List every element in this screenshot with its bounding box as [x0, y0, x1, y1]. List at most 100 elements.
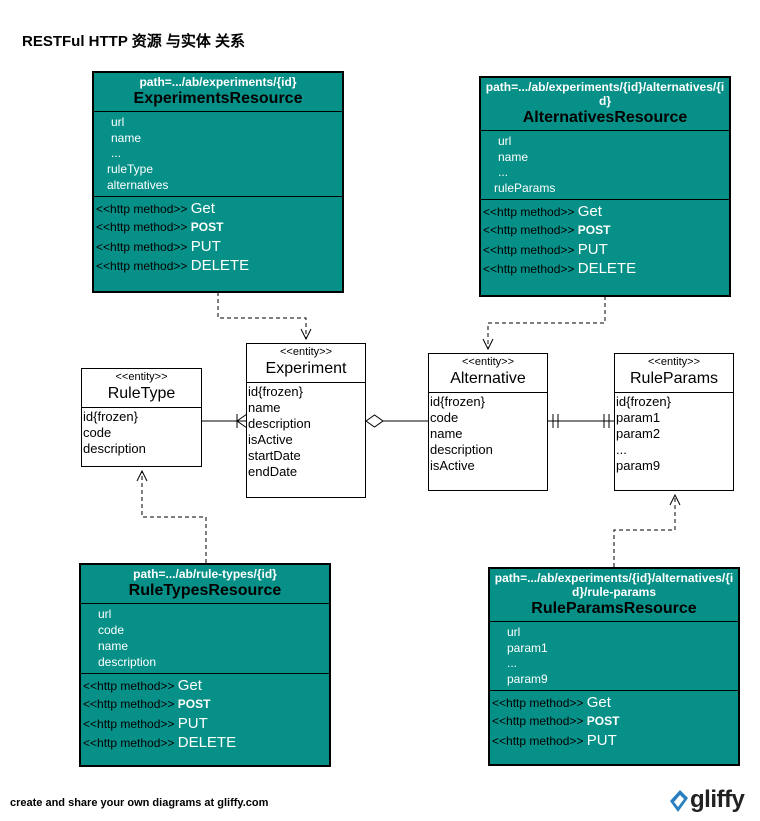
ruleparams-entity: <<entity>> RuleParams id{frozen} param1 … [614, 353, 734, 491]
connector-experiments-resource [217, 292, 307, 338]
entity-name: RuleType [107, 385, 176, 402]
method-verb: Get [586, 694, 611, 711]
method-verb: POST [586, 714, 620, 728]
method-row: <<http method>> DELETE [96, 256, 342, 275]
connector-ruleparams-resource [613, 496, 676, 567]
method-verb: PUT [577, 241, 608, 258]
resource-header: path=.../ab/experiments/{id} Experiments… [94, 73, 342, 112]
method-row: <<http method>> Get [83, 676, 329, 695]
resource-header: path=.../ab/experiments/{id}/alternative… [490, 569, 738, 622]
method-verb: Get [177, 677, 202, 694]
ruletype-entity: <<entity>> RuleType id{frozen} code desc… [81, 368, 202, 467]
method-stereotype: <<http method>> [96, 259, 188, 273]
attribute: id{frozen} [616, 394, 671, 409]
method-verb: PUT [177, 715, 208, 732]
attribute: name [498, 150, 529, 164]
attribute: name [430, 426, 463, 441]
attribute: param1 [507, 641, 548, 655]
resource-attributes: url code name description [81, 604, 329, 674]
method-row: <<http method>> PUT [83, 714, 329, 733]
entity-attributes: id{frozen} name description isActive sta… [247, 383, 365, 480]
entity-stereotype: <<entity>> [648, 356, 700, 368]
one-marker-ruleparams [603, 414, 610, 428]
resource-name: ExperimentsResource [133, 90, 303, 107]
attribute: code [83, 425, 112, 440]
crowsfoot-experiment [236, 413, 248, 429]
resource-methods: <<http method>> Get <<http method>> POST… [481, 200, 729, 278]
resource-methods: <<http method>> Get <<http method>> POST… [94, 197, 342, 275]
method-stereotype: <<http method>> [83, 679, 175, 693]
method-verb: DELETE [177, 734, 237, 751]
resource-attributes: url name ... ruleType alternatives [94, 112, 342, 197]
method-verb: PUT [586, 732, 617, 749]
alternative-entity: <<entity>> Alternative id{frozen} code n… [428, 353, 548, 491]
method-stereotype: <<http method>> [96, 220, 188, 234]
method-row: <<http method>> POST [96, 218, 342, 237]
method-verb: DELETE [190, 257, 250, 274]
ruletypes-resource: path=.../ab/rule-types/{id} RuleTypesRes… [79, 563, 331, 767]
ruleparams-resource: path=.../ab/experiments/{id}/alternative… [488, 567, 740, 766]
entity-header: <<entity>> RuleParams [615, 354, 733, 393]
attribute: url [111, 115, 125, 129]
method-row: <<http method>> DELETE [83, 733, 329, 752]
attribute: name [248, 400, 281, 415]
resource-name: RuleParamsResource [531, 600, 697, 617]
attribute: startDate [248, 448, 301, 463]
gliffy-logo-icon [670, 790, 688, 812]
method-verb: POST [577, 223, 611, 237]
attribute: description [83, 441, 146, 456]
attribute: ... [507, 656, 518, 670]
resource-attributes: url name ... ruleParams [481, 131, 729, 200]
method-row: <<http method>> PUT [96, 237, 342, 256]
method-stereotype: <<http method>> [483, 223, 575, 237]
method-verb: Get [190, 200, 215, 217]
attribute: id{frozen} [83, 409, 138, 424]
resource-name: RuleTypesResource [128, 582, 282, 599]
method-row: <<http method>> Get [483, 202, 729, 221]
method-row: <<http method>> POST [483, 221, 729, 240]
attribute: description [248, 416, 311, 431]
resource-methods: <<http method>> Get <<http method>> POST… [490, 691, 738, 750]
method-stereotype: <<http method>> [83, 736, 175, 750]
entity-header: <<entity>> Alternative [429, 354, 547, 393]
method-stereotype: <<http method>> [483, 205, 575, 219]
attribute: name [98, 639, 129, 653]
entity-attributes: id{frozen} param1 param2 ... param9 [615, 393, 733, 474]
diagram-title: RESTFul HTTP 资源 与实体 关系 [22, 33, 246, 50]
footer-link[interactable]: create and share your own diagrams at gl… [10, 797, 269, 809]
entity-attributes: id{frozen} code description [82, 408, 201, 457]
resource-header: path=.../ab/experiments/{id}/alternative… [481, 78, 729, 131]
method-stereotype: <<http method>> [83, 717, 175, 731]
attribute: param9 [507, 672, 548, 686]
resource-path: path=.../ab/experiments/{id}/alternative… [494, 571, 734, 599]
arrowhead-ruletype [136, 469, 148, 482]
method-verb: POST [190, 220, 224, 234]
entity-stereotype: <<entity>> [280, 346, 332, 358]
method-stereotype: <<http method>> [83, 697, 175, 711]
resource-path: path=.../ab/experiments/{id}/alternative… [485, 80, 725, 108]
entity-name: Experiment [265, 360, 347, 377]
method-row: <<http method>> PUT [483, 240, 729, 259]
experiments-resource: path=.../ab/experiments/{id} Experiments… [92, 71, 344, 293]
arrowhead-ruleparams [669, 493, 681, 506]
resource-name: AlternativesResource [522, 109, 688, 126]
one-marker-alternative [552, 414, 559, 428]
resource-header: path=.../ab/rule-types/{id} RuleTypesRes… [81, 565, 329, 604]
method-row: <<http method>> DELETE [483, 259, 729, 278]
method-stereotype: <<http method>> [96, 202, 188, 216]
attribute: ... [111, 146, 122, 160]
method-stereotype: <<http method>> [483, 243, 575, 257]
entity-attributes: id{frozen} code name description isActiv… [429, 393, 547, 474]
attribute: param1 [616, 410, 661, 425]
entity-stereotype: <<entity>> [115, 371, 168, 383]
entity-header: <<entity>> RuleType [82, 369, 201, 408]
method-row: <<http method>> Get [96, 199, 342, 218]
attribute: ruleType [107, 162, 154, 176]
logo-text: gliffy [690, 786, 745, 813]
attribute: id{frozen} [248, 384, 303, 399]
gliffy-logo[interactable]: gliffy [668, 786, 758, 816]
method-stereotype: <<http method>> [492, 714, 584, 728]
method-verb: Get [577, 203, 602, 220]
attribute: code [430, 410, 459, 425]
